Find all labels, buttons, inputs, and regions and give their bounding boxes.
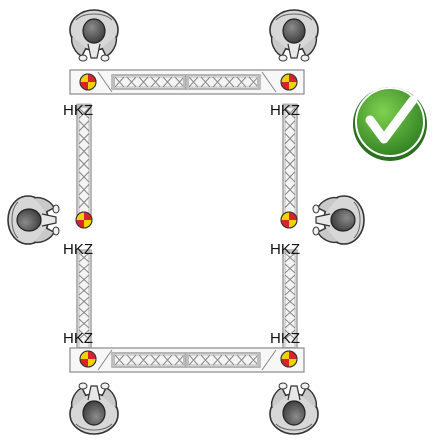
person-bottom-right-icon bbox=[269, 382, 319, 435]
checkmark-icon bbox=[353, 87, 427, 161]
person-mid-right-icon bbox=[312, 195, 365, 245]
connector-bottom-left-icon bbox=[79, 350, 97, 368]
truss-bottom bbox=[69, 347, 305, 373]
person-top-right-icon bbox=[269, 9, 319, 62]
label-top-left: HKZ bbox=[63, 102, 93, 119]
label-mid-left: HKZ bbox=[63, 241, 93, 258]
connector-mid-left-icon bbox=[75, 211, 93, 229]
label-top-right: HKZ bbox=[270, 102, 300, 119]
connector-mid-right-icon bbox=[280, 211, 298, 229]
connector-top-right-icon bbox=[280, 73, 298, 91]
label-mid-right: HKZ bbox=[270, 241, 300, 258]
connector-bottom-right-icon bbox=[280, 350, 298, 368]
person-mid-left-icon bbox=[7, 195, 60, 245]
label-bottom-left: HKZ bbox=[63, 330, 93, 347]
person-bottom-left-icon bbox=[69, 382, 119, 435]
truss-top bbox=[69, 69, 305, 95]
connector-top-left-icon bbox=[79, 73, 97, 91]
label-bottom-right: HKZ bbox=[270, 330, 300, 347]
person-top-left-icon bbox=[69, 9, 119, 62]
